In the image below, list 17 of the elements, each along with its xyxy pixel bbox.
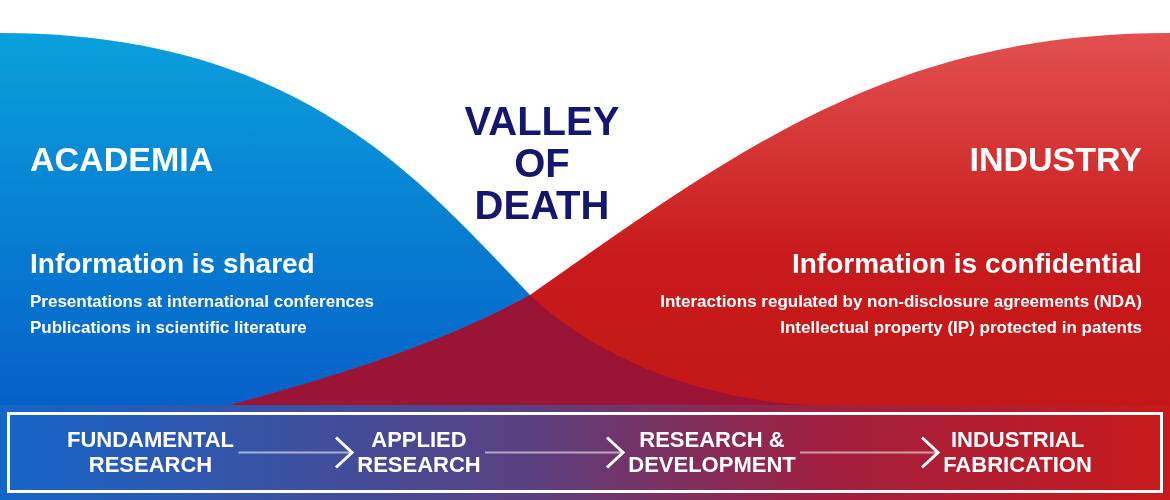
bullet-text: Intellectual property (IP) protected in patents <box>780 318 1142 338</box>
heading: INDUSTRY <box>969 140 1142 179</box>
stage-label: APPLIED RESEARCH <box>356 405 482 500</box>
bullet-text: Publications in scientific literature <box>30 318 307 338</box>
heading: ACADEMIA <box>30 140 214 179</box>
chevron-arrow <box>484 436 625 469</box>
chevron-arrow <box>237 436 354 469</box>
valley-label: VALLEY OF DEATH <box>463 100 621 226</box>
stage-band <box>0 405 1170 500</box>
stage-label: INDUSTRIAL FABRICATION <box>942 405 1093 500</box>
subheading: Information is confidential <box>792 248 1142 280</box>
stage-label: FUNDAMENTAL RESEARCH <box>65 405 236 500</box>
stage-label: RESEARCH & DEVELOPMENT <box>627 405 797 500</box>
chevron-arrow <box>799 436 940 469</box>
bullet-text: Interactions regulated by non-disclosure agreements (NDA) <box>660 292 1142 312</box>
subheading: Information is shared <box>30 248 315 280</box>
bullet-text: Presentations at international conferences <box>30 292 374 312</box>
